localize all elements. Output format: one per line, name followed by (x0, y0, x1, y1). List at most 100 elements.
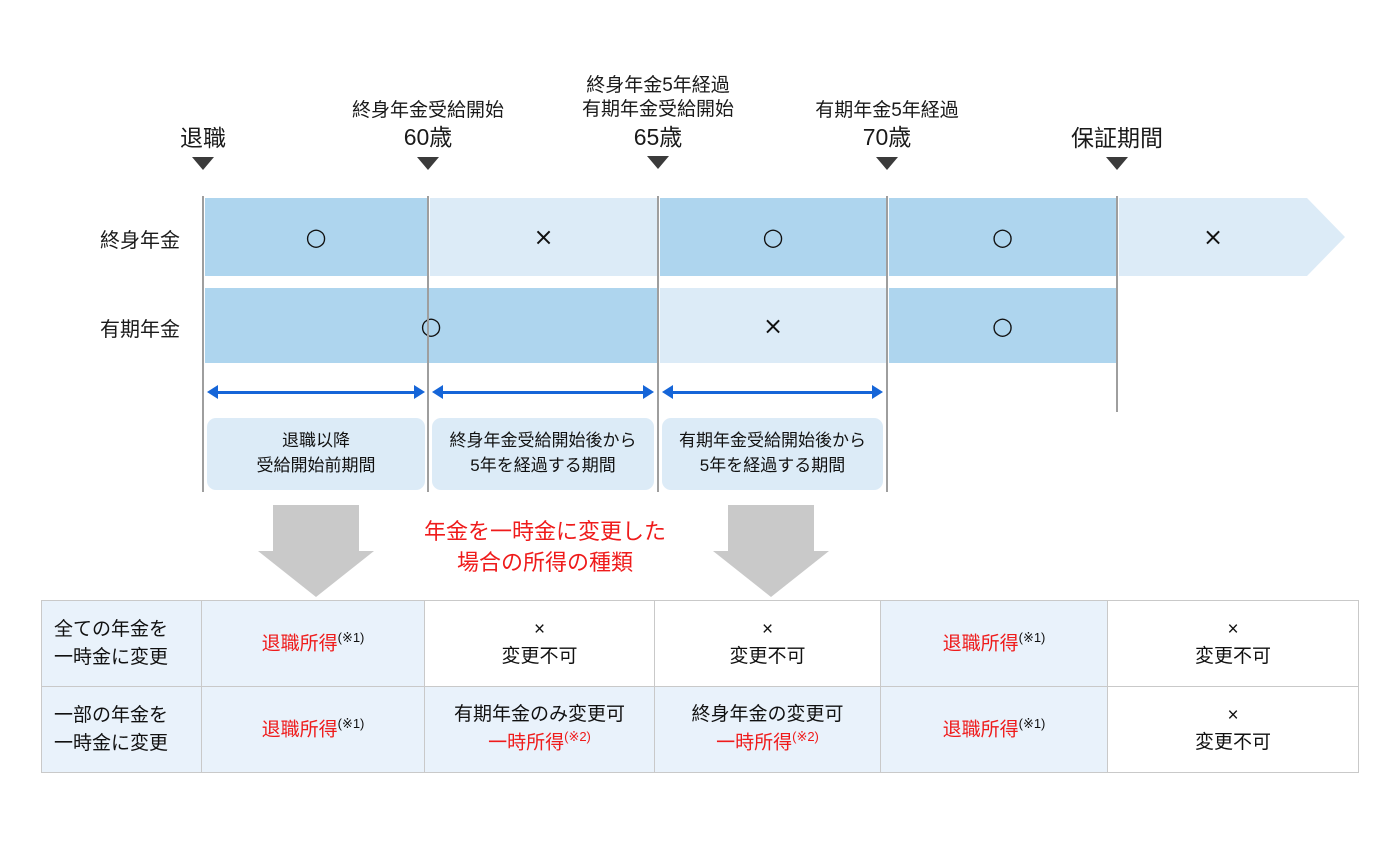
milestone-lifetime-start: 終身年金受給開始 60歳 (298, 99, 558, 170)
cell-r2c4-footnote-ref: (※1) (1018, 716, 1046, 732)
status-mark: × (1202, 223, 1224, 251)
bar-lifetime-seg-2: × (430, 198, 657, 276)
milestone-lifetime-5y-fixed-start-age: 65歳 (633, 123, 683, 150)
income-type-table: 全ての年金を一時金に変更退職所得(※1)×変更不可×変更不可退職所得(※1)×変… (41, 600, 1359, 773)
table-row: 一部の年金を一時金に変更退職所得(※1)有期年金のみ変更可一時所得(※2)終身年… (41, 686, 1359, 773)
divider-line-guarantee (1116, 196, 1118, 412)
status-mark: ○ (992, 223, 1013, 251)
milestone-fixed-5y-age: 70歳 (862, 124, 912, 151)
cell-r1c4-value: 退職所得(※1) (881, 629, 1107, 658)
row-header-line2: 一時金に変更 (54, 732, 169, 754)
conversion-caption: 年金を一時金に変更した 場合の所得の種類 (415, 516, 675, 578)
cell-r1c5: × 変更不可 (1107, 600, 1359, 687)
cell-r2c3-value-text: 一時所得 (716, 732, 793, 754)
cell-r1c3: × 変更不可 (654, 600, 881, 687)
cell-r1c1-footnote-ref: (※1) (337, 630, 365, 646)
cell-r1c3-value-text: 変更不可 (729, 645, 806, 667)
cell-r1c1-value-text: 退職所得 (261, 633, 338, 655)
cell-r1c5-value: 変更不可 (1108, 644, 1358, 671)
timeline-arrowhead (1307, 198, 1345, 276)
cell-r1c3-note: × (761, 618, 774, 640)
period-2-box: 終身年金受給開始後から 5年を経過する期間 (432, 418, 654, 490)
bar-fixed-seg-3: ○ (889, 288, 1116, 363)
status-mark: ○ (420, 311, 442, 340)
status-mark: ○ (762, 223, 784, 251)
divider-line-65 (657, 196, 659, 492)
cell-r2c5-value-text: 変更不可 (1194, 731, 1271, 753)
milestone-retirement-age: 退職 (180, 125, 226, 151)
span-arrow-period-3 (662, 385, 883, 399)
milestone-lifetime-5y-fixed-start-line-2: 有期年金受給開始 (581, 99, 734, 121)
row-header-all-pension-to-lumpsum: 全ての年金を一時金に変更 (41, 600, 202, 687)
row-label-lifetime: 終身年金 (100, 230, 180, 252)
table-row: 全ての年金を一時金に変更退職所得(※1)×変更不可×変更不可退職所得(※1)×変… (41, 600, 1359, 687)
cell-r2c3-footnote-ref: (※2) (792, 729, 819, 745)
cell-r2c1: 退職所得(※1) (201, 686, 425, 773)
cell-r2c1-footnote-ref: (※1) (337, 716, 365, 732)
bar-fixed-seg-1: ○ (205, 288, 657, 363)
cell-r2c4-value-text: 退職所得 (942, 719, 1019, 741)
cell-r2c2-footnote-ref: (※2) (564, 729, 591, 745)
cell-r2c5-note: × (1227, 704, 1239, 726)
status-mark: × (762, 311, 784, 340)
flow-arrow-left (228, 505, 404, 597)
period-2-line-1: 終身年金受給開始後から (449, 431, 637, 451)
caret-down-icon (298, 156, 558, 170)
cell-r1c2-value-text: 変更不可 (501, 645, 578, 667)
divider-line-60 (427, 196, 429, 492)
milestone-lifetime-start-age: 60歳 (403, 124, 453, 151)
milestone-lifetime-5y-fixed-start-line-1: 終身年金5年経過 (586, 75, 730, 96)
milestone-fixed-5y: 有期年金5年経過 70歳 (757, 99, 1017, 170)
divider-line-retirement (202, 196, 204, 492)
cell-r1c1-value: 退職所得(※1) (202, 629, 424, 658)
status-mark: ○ (305, 223, 327, 251)
conversion-caption-line1: 年金を一時金に変更した (423, 519, 666, 544)
span-arrow-period-2 (432, 385, 654, 399)
cell-r2c2-value: 一時所得(※2) (425, 728, 654, 757)
period-1-line-2: 受給開始前期間 (256, 456, 376, 475)
bar-lifetime-seg-5: × (1119, 198, 1307, 276)
divider-line-70 (886, 196, 888, 492)
period-2-line-2: 5年を経過する期間 (470, 456, 616, 475)
row-header-line1: 全ての年金を (54, 618, 169, 640)
flow-arrow-right (683, 505, 859, 597)
span-arrow-period-1 (207, 385, 425, 399)
cell-r2c4: 退職所得(※1) (880, 686, 1108, 773)
cell-r1c4: 退職所得(※1) (880, 600, 1108, 687)
bar-fixed-seg-2: × (660, 288, 886, 363)
cell-r1c5-note: × (1227, 618, 1239, 640)
period-1-line-1: 退職以降 (282, 431, 350, 451)
row-header-partial-pension-to-lumpsum: 一部の年金を一時金に変更 (41, 686, 202, 773)
cell-r1c4-footnote-ref: (※1) (1018, 630, 1046, 646)
bar-lifetime-seg-1: ○ (205, 198, 427, 276)
caret-down-icon (757, 156, 1017, 170)
status-mark: ○ (992, 311, 1013, 340)
caret-down-icon (987, 157, 1247, 171)
milestone-lifetime-start-line-1: 終身年金受給開始 (351, 100, 504, 121)
milestone-fixed-5y-line-1: 有期年金5年経過 (815, 100, 959, 121)
cell-r2c1-value: 退職所得(※1) (202, 715, 424, 744)
cell-r1c1: 退職所得(※1) (201, 600, 425, 687)
cell-r2c5: × 変更不可 (1107, 686, 1359, 773)
cell-r2c2-value-text: 一時所得 (488, 732, 565, 754)
period-3-line-1: 有期年金受給開始後から (679, 431, 866, 451)
milestone-retirement: 退職 (73, 124, 333, 171)
period-3-line-2: 5年を経過する期間 (699, 456, 846, 475)
cell-r1c3-value: 変更不可 (655, 644, 880, 671)
row-label-fixed: 有期年金 (100, 319, 180, 341)
bar-lifetime-seg-4: ○ (889, 198, 1116, 276)
bar-lifetime-seg-3: ○ (660, 198, 886, 276)
period-3-box: 有期年金受給開始後から 5年を経過する期間 (662, 418, 883, 490)
cell-r1c4-value-text: 退職所得 (942, 633, 1019, 655)
cell-r2c3-note: 終身年金の変更可 (691, 703, 844, 725)
row-header-line1: 一部の年金を (54, 704, 169, 726)
cell-r2c2: 有期年金のみ変更可一時所得(※2) (424, 686, 655, 773)
conversion-caption-line2: 場合の所得の種類 (456, 550, 633, 576)
cell-r2c1-value-text: 退職所得 (261, 719, 338, 741)
cell-r2c5-value: 変更不可 (1108, 730, 1358, 757)
cell-r2c3: 終身年金の変更可一時所得(※2) (654, 686, 881, 773)
cell-r2c3-value: 一時所得(※2) (655, 728, 880, 757)
row-header-line2: 一時金に変更 (54, 646, 169, 668)
